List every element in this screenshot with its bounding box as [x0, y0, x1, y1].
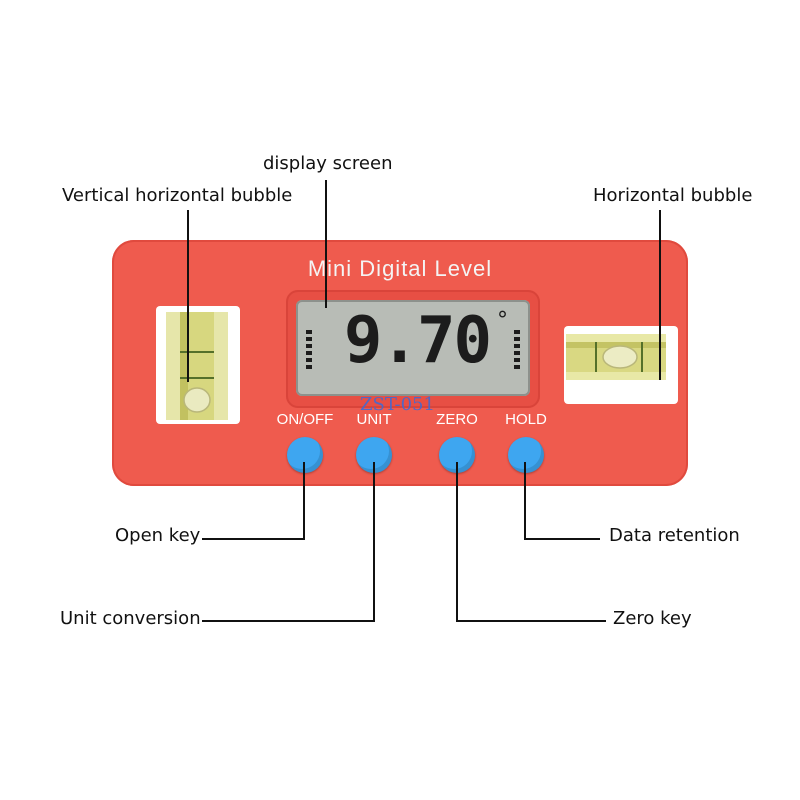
device-title: Mini Digital Level — [307, 256, 493, 281]
display-screen-frame: 9.70 ° — [286, 290, 540, 408]
leader-zero-v — [456, 462, 458, 622]
horizontal-bubble-vial — [566, 334, 666, 380]
key-label-on-off: ON/OFF — [276, 411, 334, 428]
watermark: ZST-051 — [360, 394, 435, 415]
display-screen: 9.70 ° — [296, 300, 530, 396]
left-level-indicator — [306, 330, 312, 372]
key-label-zero: ZERO — [436, 411, 478, 428]
vertical-bubble — [183, 387, 211, 413]
callout-vertical-bubble: Vertical horizontal bubble — [62, 185, 293, 206]
horizontal-vial-graphic — [566, 342, 666, 372]
callout-open-key: Open key — [115, 525, 201, 546]
vertical-vial-graphic — [180, 312, 214, 420]
callout-unit-conversion: Unit conversion — [60, 608, 201, 629]
leader-open-key-h — [202, 538, 305, 540]
hold-button[interactable] — [508, 437, 544, 473]
leader-vertical-bubble — [187, 210, 189, 382]
leader-open-key-v — [303, 462, 305, 540]
angle-reading: 9.70 — [343, 304, 492, 378]
degree-symbol: ° — [497, 308, 508, 333]
horizontal-bubble — [602, 345, 638, 369]
leader-unit-h — [202, 620, 375, 622]
leader-horizontal-bubble — [659, 210, 661, 380]
leader-hold-v — [524, 462, 526, 540]
vial-shade — [566, 342, 666, 348]
digital-level-device: Mini Digital Level 9.70 ° — [112, 240, 688, 486]
leader-unit-v — [373, 462, 375, 622]
leader-zero-h — [456, 620, 606, 622]
leader-hold-h — [524, 538, 600, 540]
on-off-button[interactable] — [287, 437, 323, 473]
callout-zero-key: Zero key — [613, 608, 692, 629]
vertical-bubble-vial — [166, 312, 228, 420]
key-label-hold: HOLD — [505, 411, 547, 428]
callout-data-retention: Data retention — [609, 525, 740, 546]
callout-display-screen: display screen — [263, 153, 393, 174]
key-label-unit: UNIT — [356, 411, 392, 428]
right-level-indicator — [514, 330, 520, 372]
leader-display-screen — [325, 180, 327, 308]
callout-horizontal-bubble: Horizontal bubble — [593, 185, 753, 206]
vial-shade — [180, 312, 188, 420]
